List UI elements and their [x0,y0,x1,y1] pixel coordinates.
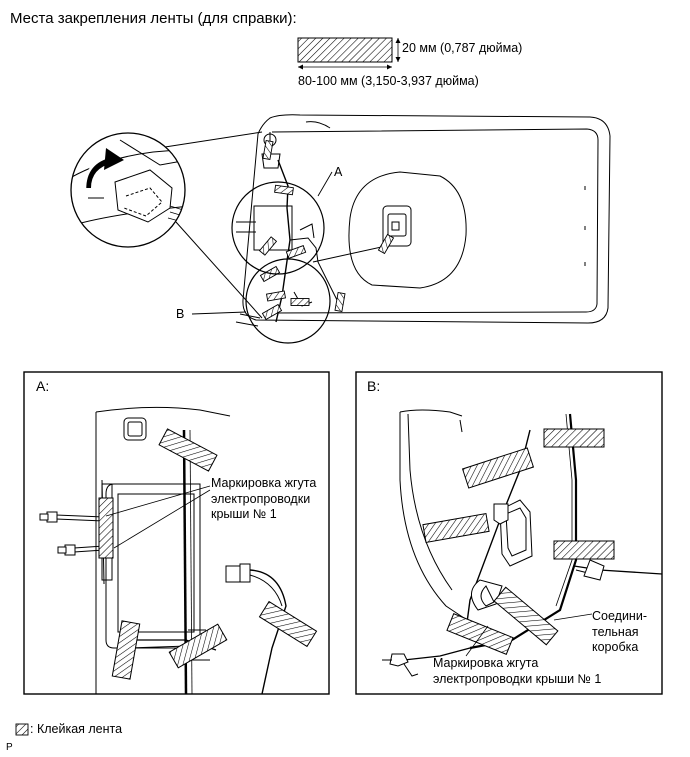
panel-b-drawing [382,409,662,677]
annotation-line: Соедини- [592,609,647,623]
callout-circles [191,171,333,344]
annotation-line: Маркировка жгута [211,476,317,490]
panel-a-drawing [39,406,318,694]
annotation-line: электропроводки крыши № 1 [433,671,602,686]
panel-b-frame [355,371,663,695]
tape-length-label: 80-100 мм (3,150-3,937 дюйма) [298,74,479,88]
callout-b-label: B [176,307,185,321]
junction-box-annotation: Соедини- тельная коробка [592,609,647,656]
headliner-overview [235,114,611,327]
annotation-line: коробка [592,640,639,655]
tape-width-label: 20 мм (0,787 дюйма) [402,41,523,55]
legend-tape-label: : Клейкая лента [30,722,123,736]
zoom-detail [70,131,263,319]
tape-sample [297,37,401,70]
annotation-line: электропроводки [211,491,311,506]
annotation-line: крыши № 1 [211,507,277,522]
legend-tape-swatch [15,723,29,736]
panel-a-harness-annotation: Маркировка жгута электропроводки крыши №… [211,476,316,523]
figure-ref: P [6,742,13,753]
callout-a-label: A [334,165,343,179]
page-title: Места закрепления ленты (для справки): [10,10,297,27]
annotation-line: Маркировка жгута [433,656,539,670]
annotation-line: тельная [592,624,639,639]
panel-a-frame [23,371,330,695]
overview-tapes [258,140,395,321]
panel-a-title: A: [36,378,50,394]
panel-b-harness-annotation: Маркировка жгута электропроводки крыши №… [433,656,601,687]
panel-b-title: B: [367,378,381,394]
